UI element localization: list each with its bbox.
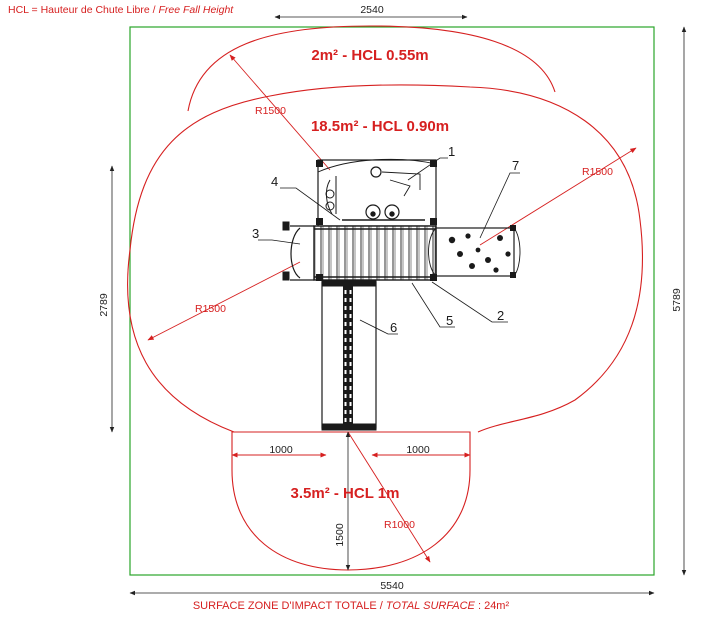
bridge-walkway: [313, 225, 437, 281]
top-impact-zone-arc: [187, 25, 556, 112]
dim-slide-length-text: 1500: [334, 523, 346, 547]
dim-left-height-text: 2789: [98, 293, 110, 317]
hcl-legend: HCL = Hauteur de Chute Libre / Free Fall…: [8, 4, 233, 16]
total-surface-caption: SURFACE ZONE D'IMPACT TOTALE / TOTAL SUR…: [0, 600, 702, 612]
callout-4: 4: [271, 174, 278, 189]
total-surface-label-en: TOTAL SURFACE: [385, 600, 475, 612]
zone-title-bottom: 3.5m² - HCL 1m: [291, 485, 400, 502]
total-surface-label-fr: SURFACE ZONE D'IMPACT TOTALE: [192, 600, 377, 612]
zone-title-top: 2m² - HCL 0.55m: [311, 47, 428, 64]
radius-leader-bottom: [347, 431, 431, 563]
callout-numbers: 1 2 3 4 5 6 7: [252, 144, 519, 335]
playground-equipment: [282, 158, 521, 431]
climbing-holds: [448, 233, 511, 273]
callout-leaders: [258, 157, 520, 335]
dim-total-width-text: 5540: [380, 580, 404, 592]
slide-chute: [321, 281, 377, 429]
total-surface-value: : 24m²: [474, 600, 510, 612]
equipment-posts: [316, 160, 516, 281]
impact-boundary-rect: [129, 26, 655, 576]
radius-leader-left: [147, 261, 301, 341]
radius-label-bottom: R1000: [384, 519, 415, 531]
callout-5: 5: [446, 313, 453, 328]
radius-label-right: R1500: [582, 166, 613, 178]
dim-slide-right-text: 1000: [406, 444, 430, 456]
total-surface-sep: /: [376, 600, 386, 612]
hcl-legend-sep: /: [149, 4, 159, 16]
dim-right-height-text: 5789: [671, 288, 683, 312]
dim-top-width-text: 2540: [360, 4, 384, 16]
radius-leader-top-left: [229, 54, 331, 171]
radius-leader-right: [479, 147, 637, 246]
left-tunnel: [290, 225, 314, 281]
steering-wheel-icon: [370, 166, 382, 178]
climbing-wall: [435, 227, 515, 277]
callout-1: 1: [448, 144, 455, 159]
hcl-legend-fr: HCL = Hauteur de Chute Libre: [8, 4, 150, 16]
zone-title-main: 18.5m² - HCL 0.90m: [311, 118, 449, 135]
callout-6: 6: [390, 320, 397, 335]
callout-2: 2: [497, 308, 504, 323]
main-impact-zone-outline: [127, 84, 643, 433]
radius-label-top-left: R1500: [255, 105, 286, 117]
callout-3: 3: [252, 226, 259, 241]
radius-label-left: R1500: [195, 303, 226, 315]
eye-right-icon: [384, 204, 400, 220]
callout-7: 7: [512, 158, 519, 173]
hcl-legend-en: Free Fall Height: [158, 4, 234, 16]
eye-left-icon: [365, 204, 381, 220]
dim-slide-left-text: 1000: [269, 444, 293, 456]
